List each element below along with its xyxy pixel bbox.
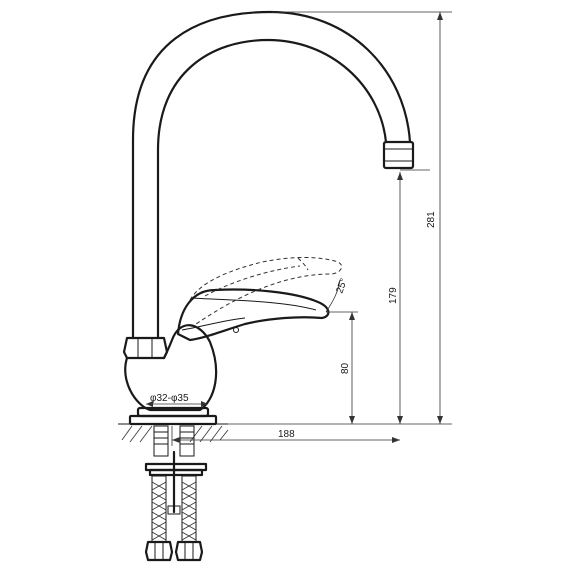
countertop-section — [118, 423, 229, 443]
dimension-total-height-label: 281 — [426, 211, 437, 228]
dimension-handle-height-label: 80 — [340, 362, 351, 374]
dimension-total-height: 281 — [272, 11, 452, 424]
spout-nut — [122, 336, 169, 360]
gooseneck-spout — [131, 10, 412, 340]
dimension-mount-hole-label: φ32-φ35 — [150, 393, 189, 404]
dimension-spout-height-label: 179 — [388, 287, 399, 304]
angle-indicator: 25° — [325, 277, 350, 313]
lever-handle — [176, 288, 330, 342]
dimension-handle-height: 80 — [326, 311, 358, 424]
dimension-reach: 188 — [171, 423, 452, 446]
spout-aerator — [382, 140, 415, 170]
faucet-body — [124, 324, 218, 426]
angle-label: 25° — [334, 277, 350, 295]
dimension-spout-height: 179 — [388, 169, 430, 424]
dimension-mount-hole: φ32-φ35 — [146, 393, 208, 407]
lever-handle-raised-outline — [189, 257, 343, 325]
mounting-hardware — [144, 425, 208, 562]
dimension-reach-label: 188 — [278, 429, 295, 440]
